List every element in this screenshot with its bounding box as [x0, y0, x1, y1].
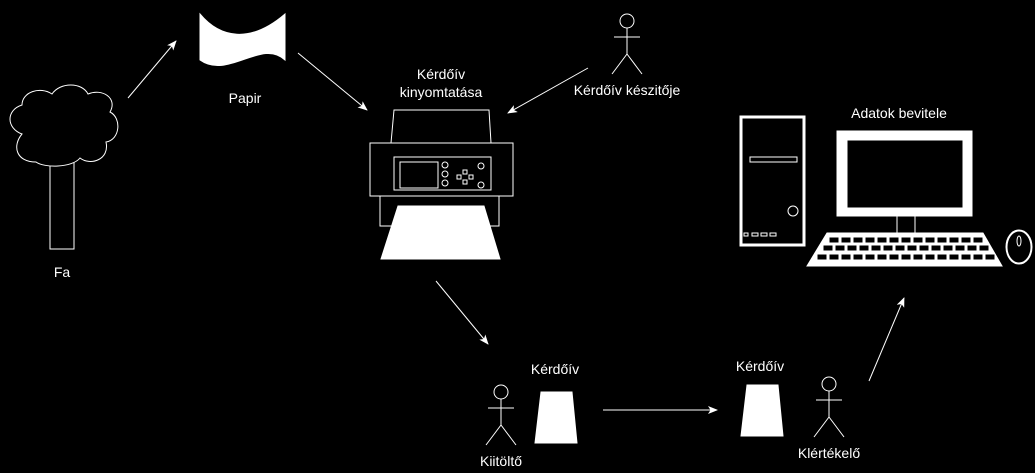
tree-label: Fa — [54, 264, 71, 280]
printing-label-line1: Kérdőív — [417, 66, 465, 82]
actor-icon-evaluator — [813, 376, 845, 438]
arrow-paper-to-printer — [297, 52, 368, 111]
evaluator-label: Klértékelő — [798, 445, 860, 461]
creator-label: Kérdőív készitője — [574, 82, 681, 98]
printer-icon — [369, 109, 514, 260]
paper-icon — [199, 12, 286, 67]
form2-label: Kérdőív — [736, 358, 784, 374]
filler-label: Kiitöltő — [480, 453, 522, 469]
arrow-tree-to-paper — [127, 40, 177, 99]
actor-icon-filler — [485, 384, 517, 446]
data-entry-label: Adatok bevitele — [851, 105, 947, 121]
computer-icon — [739, 115, 1033, 267]
paper-label: Papir — [229, 90, 262, 106]
printing-label-line2: kinyomtatása — [400, 84, 483, 100]
arrow-creator-to-printer — [507, 67, 589, 114]
form1-label: Kérdőív — [531, 361, 579, 377]
actor-icon-creator — [611, 13, 643, 75]
arrow-evaluator-to-computer — [868, 297, 905, 382]
form-icon-1 — [534, 391, 578, 444]
tree-icon — [9, 84, 119, 250]
arrow-printer-to-form — [435, 280, 489, 345]
form-icon-2 — [740, 384, 784, 437]
